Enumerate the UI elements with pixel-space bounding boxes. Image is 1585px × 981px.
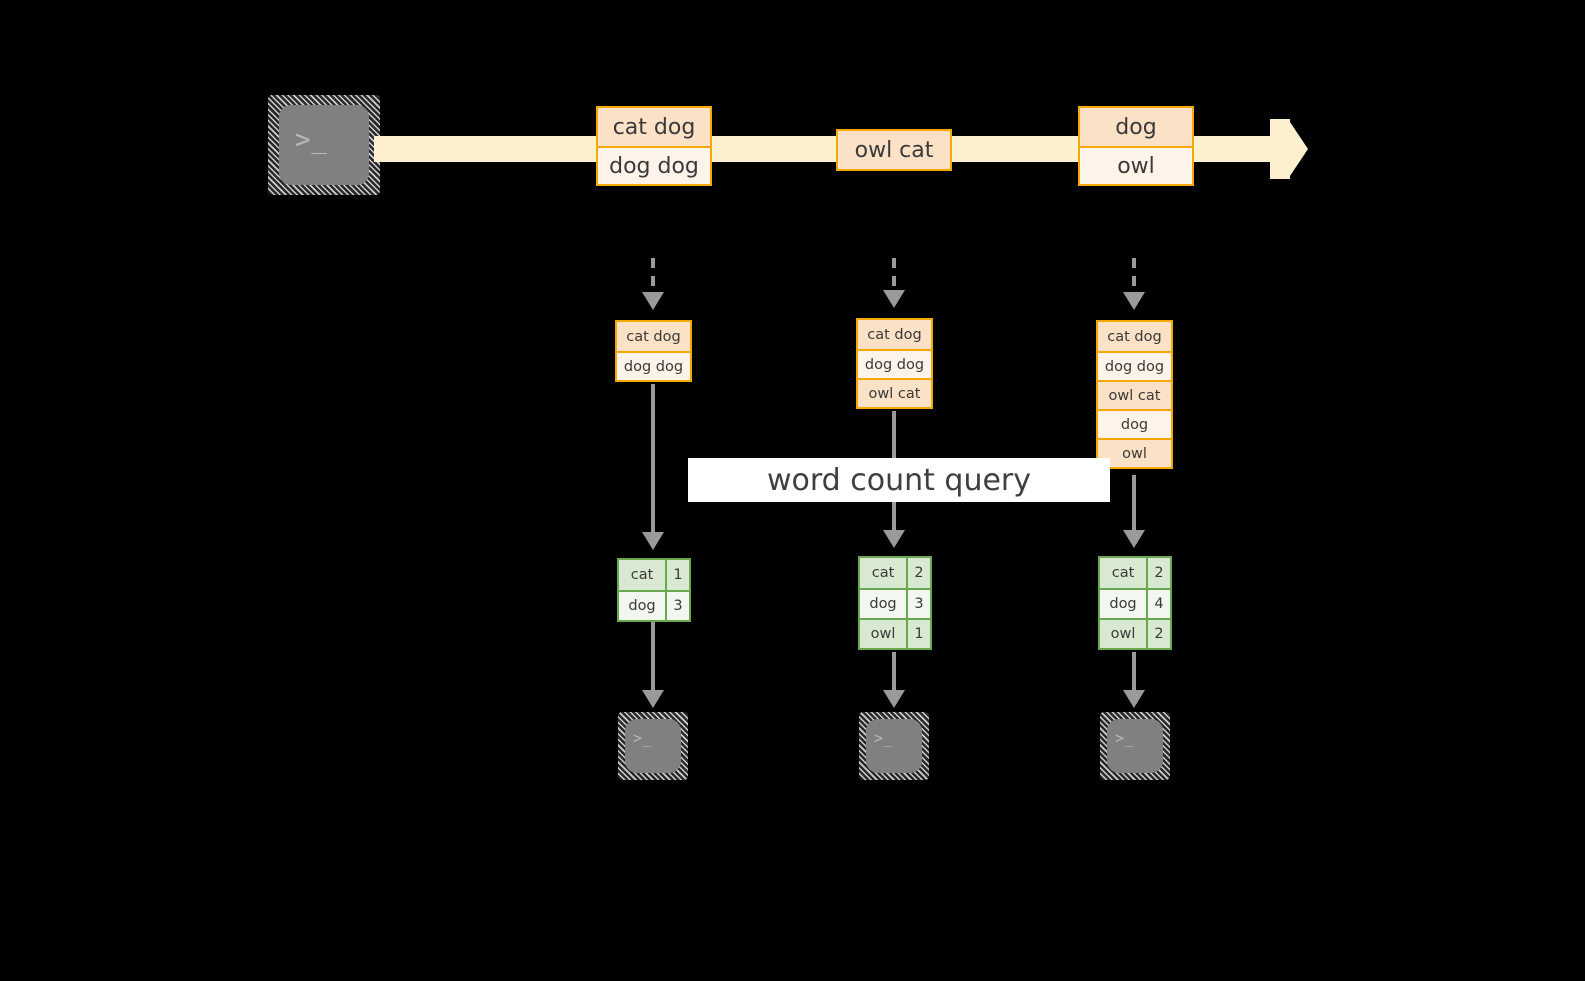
input-stream-arrow-head xyxy=(1288,119,1308,179)
snapshot-1-input-table[interactable]: cat dog dog dog xyxy=(615,320,692,382)
trigger-arrow-2-head xyxy=(883,290,905,308)
result-word: owl xyxy=(860,620,906,648)
input-stream-arrow-shoulder xyxy=(1270,119,1290,179)
table-row: cat 1 xyxy=(619,560,689,590)
snapshot-3-input-row: cat dog xyxy=(1098,322,1171,351)
snapshot-1-result-table[interactable]: cat 1 dog 3 xyxy=(617,558,691,622)
result-count: 1 xyxy=(665,560,689,590)
table-row: cat 2 xyxy=(1100,558,1170,588)
result-word: dog xyxy=(1100,590,1146,618)
snapshot-1-input-row: cat dog xyxy=(617,322,690,351)
snapshot-3-input-row: owl xyxy=(1098,438,1171,467)
terminal-prompt-glyph: >_ xyxy=(633,729,652,747)
result-word: dog xyxy=(860,590,906,618)
snapshot-1-sink-line xyxy=(651,622,655,692)
snapshot-1-sink-terminal-icon: >_ xyxy=(618,712,688,780)
snapshot-3-query-arrow-head xyxy=(1123,530,1145,548)
result-word: dog xyxy=(619,592,665,620)
snapshot-3-input-row: dog dog xyxy=(1098,351,1171,380)
stream-batch-2-line-1: owl cat xyxy=(838,131,950,169)
snapshot-3-input-row: owl cat xyxy=(1098,380,1171,409)
snapshot-3-result-table[interactable]: cat 2 dog 4 owl 2 xyxy=(1098,556,1172,650)
trigger-arrow-1-line xyxy=(651,258,655,294)
terminal-face xyxy=(866,719,922,773)
snapshot-2-query-arrow-head xyxy=(883,530,905,548)
snapshot-2-result-table[interactable]: cat 2 dog 3 owl 1 xyxy=(858,556,932,650)
trigger-arrow-1-head xyxy=(642,292,664,310)
table-row: dog 3 xyxy=(619,590,689,620)
result-count: 1 xyxy=(906,620,930,648)
snapshot-1-input-row: dog dog xyxy=(617,351,690,380)
result-word: cat xyxy=(860,558,906,588)
table-row: dog 4 xyxy=(1100,588,1170,618)
snapshot-2-input-row: dog dog xyxy=(858,349,931,378)
stream-batch-2[interactable]: owl cat xyxy=(836,129,952,171)
terminal-prompt-glyph: >_ xyxy=(1115,729,1134,747)
result-count: 3 xyxy=(665,592,689,620)
word-count-query-label-text: word count query xyxy=(766,462,1032,498)
stream-batch-1-line-1: cat dog xyxy=(598,108,710,146)
snapshot-1-sink-arrow-head xyxy=(642,690,664,708)
result-word: cat xyxy=(619,560,665,590)
result-count: 2 xyxy=(1146,620,1170,648)
result-count: 2 xyxy=(1146,558,1170,588)
snapshot-2-sink-terminal-icon: >_ xyxy=(859,712,929,780)
trigger-arrow-3-line xyxy=(1132,258,1136,294)
snapshot-1-query-line xyxy=(651,384,655,534)
snapshot-2-input-row: cat dog xyxy=(858,320,931,349)
word-count-query-label: word count query xyxy=(688,458,1110,502)
result-word: cat xyxy=(1100,558,1146,588)
stream-batch-3[interactable]: dog owl xyxy=(1078,106,1194,186)
snapshot-3-query-line xyxy=(1132,475,1136,532)
terminal-face xyxy=(1107,719,1163,773)
terminal-face xyxy=(279,105,369,185)
result-count: 2 xyxy=(906,558,930,588)
stream-batch-3-line-2: owl xyxy=(1080,146,1192,184)
snapshot-3-sink-terminal-icon: >_ xyxy=(1100,712,1170,780)
snapshot-3-sink-arrow-head xyxy=(1123,690,1145,708)
source-terminal-icon: >_ xyxy=(268,95,380,195)
trigger-arrow-3-head xyxy=(1123,292,1145,310)
snapshot-3-sink-line xyxy=(1132,652,1136,692)
table-row: cat 2 xyxy=(860,558,930,588)
table-row: dog 3 xyxy=(860,588,930,618)
terminal-prompt-glyph: >_ xyxy=(295,125,328,155)
table-row: owl 1 xyxy=(860,618,930,648)
snapshot-3-input-table[interactable]: cat dog dog dog owl cat dog owl xyxy=(1096,320,1173,469)
snapshot-2-sink-line xyxy=(892,652,896,692)
table-row: owl 2 xyxy=(1100,618,1170,648)
snapshot-3-input-row: dog xyxy=(1098,409,1171,438)
stream-batch-1[interactable]: cat dog dog dog xyxy=(596,106,712,186)
stream-batch-3-line-1: dog xyxy=(1080,108,1192,146)
trigger-arrow-2-line xyxy=(892,258,896,292)
terminal-face xyxy=(625,719,681,773)
snapshot-2-sink-arrow-head xyxy=(883,690,905,708)
terminal-prompt-glyph: >_ xyxy=(874,729,893,747)
result-count: 3 xyxy=(906,590,930,618)
snapshot-1-query-arrow-head xyxy=(642,532,664,550)
result-count: 4 xyxy=(1146,590,1170,618)
snapshot-2-input-row: owl cat xyxy=(858,378,931,407)
stream-batch-1-line-2: dog dog xyxy=(598,146,710,184)
snapshot-2-input-table[interactable]: cat dog dog dog owl cat xyxy=(856,318,933,409)
result-word: owl xyxy=(1100,620,1146,648)
